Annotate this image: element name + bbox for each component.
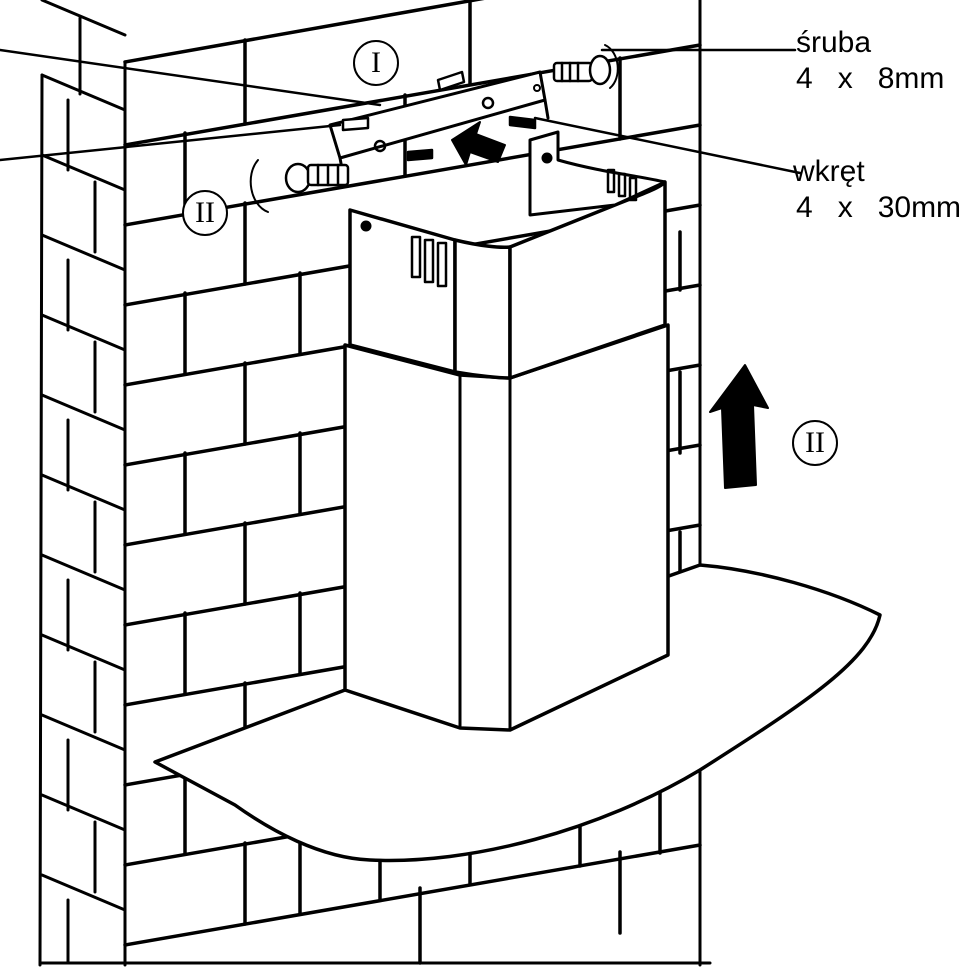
upper-duct-front <box>348 208 457 374</box>
leader-lines <box>0 48 802 175</box>
upper-chimney-duct <box>348 130 667 380</box>
brick-wall <box>38 0 712 967</box>
bolt-right <box>552 54 612 86</box>
rotate-arrow <box>604 44 619 89</box>
wood-screw-label: wkręt <box>793 155 865 188</box>
screw-dimension: 4 x 8mm <box>796 62 945 95</box>
vent-slots <box>410 168 638 288</box>
wall-left-edge <box>38 73 44 967</box>
upper-duct-curve <box>453 238 512 380</box>
corner-leader-bottom <box>0 123 342 162</box>
step-two-marker-side: II <box>792 420 838 466</box>
wood-screw-dimension: 4 x 30mm <box>796 191 962 224</box>
wood-screw-leader <box>533 116 802 175</box>
screw-label: śruba <box>796 26 872 59</box>
bolt-left <box>284 162 350 194</box>
rotate-arrow <box>249 159 269 213</box>
lower-duct-body <box>343 323 670 732</box>
wall-plug <box>436 70 466 92</box>
lower-chimney-duct <box>343 323 670 732</box>
step-two-marker-top: II <box>182 190 228 236</box>
fasteners <box>249 44 619 213</box>
wall-plug <box>341 116 370 132</box>
wood-screw <box>508 115 537 130</box>
up-arrow <box>709 364 769 489</box>
duct-hole <box>360 220 372 232</box>
bracket-bar <box>328 70 547 160</box>
corner-leader-top <box>0 48 382 107</box>
wall-side-bricks <box>40 0 127 965</box>
wood-screw <box>406 148 434 162</box>
push-arrow <box>451 121 506 166</box>
step-one-marker: I <box>353 40 399 86</box>
duct-hole-back <box>541 152 553 164</box>
